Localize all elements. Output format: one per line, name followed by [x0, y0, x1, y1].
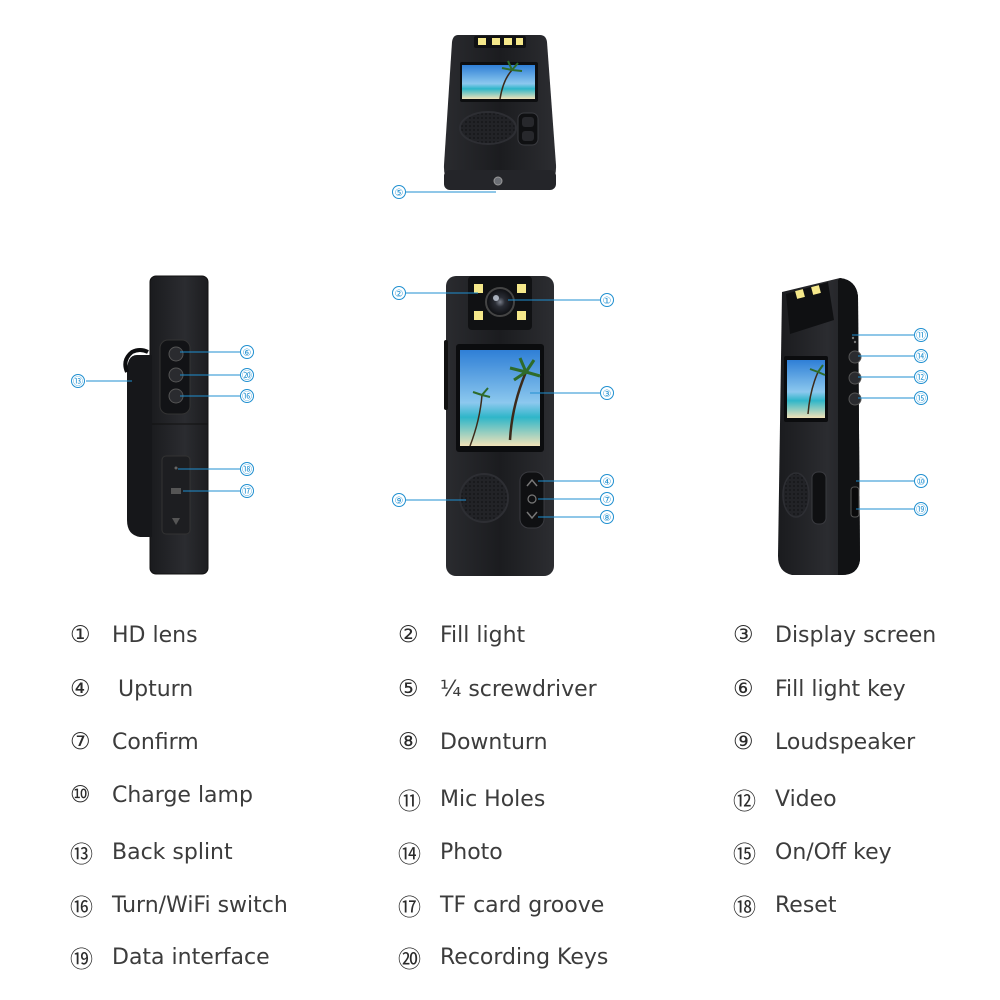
legend-label: Loudspeaker [775, 729, 916, 755]
callout-3: ③ [603, 389, 612, 400]
legend-item-back-splint: ⑬ Back splint [70, 835, 233, 869]
callout-15: ⑮ [916, 393, 926, 405]
callout-18: ⑱ [242, 464, 252, 476]
legend-label: Confirm [112, 729, 199, 755]
callout-1: ① [603, 296, 612, 307]
legend-label: Data interface [112, 944, 270, 970]
top-view-device [443, 35, 557, 190]
legend-label: Upturn [118, 676, 194, 702]
legend-item-video: ⑫ Video [733, 782, 837, 816]
callout-13: ⑬ [73, 376, 83, 388]
legend-number: ② [398, 622, 419, 648]
legend-item-downturn: ⑧ Downturn [398, 729, 548, 755]
legend-item-data-interface: ⑲ Data interface [70, 940, 270, 974]
legend-number: ⑨ [733, 729, 754, 755]
legend-label: Video [775, 786, 837, 812]
legend-number: ⑫ [733, 789, 756, 815]
callout-16: ⑯ [242, 391, 252, 403]
legend-number: ⑤ [398, 676, 419, 702]
callout-5: ⑤ [395, 188, 404, 199]
legend-item-mic-holes: ⑪ Mic Holes [398, 782, 545, 816]
callout-markers [71, 185, 928, 524]
callout-11: ⑪ [916, 330, 926, 342]
product-diagram: ⑤ ② ① ③ ④ ⑦ ⑧ ⑨ ⑥ ⑳ ⑯ ⑱ ⑰ ⑬ ⑪ ⑭ ⑫ ⑮ ⑩ ⑲ [71, 35, 928, 576]
legend-label: Fill light key [775, 676, 906, 702]
legend-item-recording-keys: ⑳ Recording Keys [398, 940, 608, 974]
legend-number: ⑲ [70, 947, 93, 973]
legend-number: ① [70, 622, 91, 648]
legend-item-on-off-key: ⑮ On/Off key [733, 835, 892, 869]
legend-item-screwdriver: ⑤ ¼ screwdriver [398, 676, 597, 702]
legend-item-turn-wifi-switch: ⑯ Turn/WiFi switch [70, 888, 288, 922]
legend-number: ⑯ [70, 895, 93, 921]
front-view-device [444, 276, 554, 576]
legend-item-display-screen: ③ Display screen [733, 622, 936, 648]
legend-number: ⑰ [398, 895, 421, 921]
legend-label: HD lens [112, 622, 198, 648]
callout-17: ⑰ [242, 486, 252, 498]
callout-10: ⑩ [917, 477, 926, 488]
legend-item-loudspeaker: ⑨ Loudspeaker [733, 729, 915, 755]
legend-number: ③ [733, 622, 754, 648]
legend-number: ⑦ [70, 729, 91, 755]
callout-14: ⑭ [916, 351, 926, 363]
legend-item-photo: ⑭ Photo [398, 835, 503, 869]
legend-label: Recording Keys [440, 944, 609, 970]
callout-12: ⑫ [916, 372, 926, 384]
legend-item-reset: ⑱ Reset [733, 888, 836, 922]
legend-label: Reset [775, 892, 837, 918]
legend-number: ⑧ [398, 729, 419, 755]
callout-2: ② [395, 289, 404, 300]
legend-label: Back splint [112, 839, 233, 865]
legend-item-fill-light-key: ⑥ Fill light key [733, 676, 906, 702]
callout-lines [86, 191, 914, 518]
legend-label: Charge lamp [112, 782, 253, 808]
callout-20: ⑳ [242, 370, 252, 382]
callout-6: ⑥ [243, 348, 252, 359]
callout-4: ④ [603, 477, 612, 488]
callout-8: ⑧ [603, 513, 612, 524]
legend-label: Photo [440, 839, 503, 865]
legend-item-charge-lamp: ⑩ Charge lamp [70, 782, 253, 808]
legend-item-fill-light: ② Fill light [398, 622, 525, 648]
callout-19: ⑲ [916, 504, 926, 516]
legend-number: ⑬ [70, 842, 93, 868]
legend-label: Turn/WiFi switch [112, 892, 288, 918]
legend-item-confirm: ⑦ Confirm [70, 729, 199, 755]
legend-number: ⑳ [398, 947, 421, 973]
legend-label: Downturn [440, 729, 548, 755]
legend-label: Display screen [775, 622, 937, 648]
legend-item-upturn: ④ Upturn [70, 676, 193, 702]
legend-number: ⑮ [733, 842, 756, 868]
legend-item-tf-card-groove: ⑰ TF card groove [398, 888, 604, 922]
legend-number: ④ [70, 676, 91, 702]
legend-label: TF card groove [440, 892, 605, 918]
legend-label: Mic Holes [440, 786, 546, 812]
legend-label: Fill light [440, 622, 526, 648]
legend-number: ⑩ [70, 782, 91, 808]
legend-item-hd-lens: ① HD lens [70, 622, 198, 648]
legend-label: On/Off key [775, 839, 892, 865]
legend-number: ⑪ [398, 789, 421, 815]
legend-number: ⑥ [733, 676, 754, 702]
side-view-device [123, 275, 209, 575]
parts-legend: ① HD lens ④ Upturn ⑦ Confirm ⑩ Charge la… [0, 610, 1000, 1000]
callout-numbers: ⑤ ② ① ③ ④ ⑦ ⑧ ⑨ ⑥ ⑳ ⑯ ⑱ ⑰ ⑬ ⑪ ⑭ ⑫ ⑮ ⑩ ⑲ [73, 188, 926, 524]
callout-7: ⑦ [603, 495, 612, 506]
legend-label: ¼ screwdriver [440, 676, 597, 702]
callout-9: ⑨ [395, 496, 404, 507]
legend-number: ⑭ [398, 842, 421, 868]
legend-number: ⑱ [733, 895, 756, 921]
angled-view-device [778, 278, 862, 575]
